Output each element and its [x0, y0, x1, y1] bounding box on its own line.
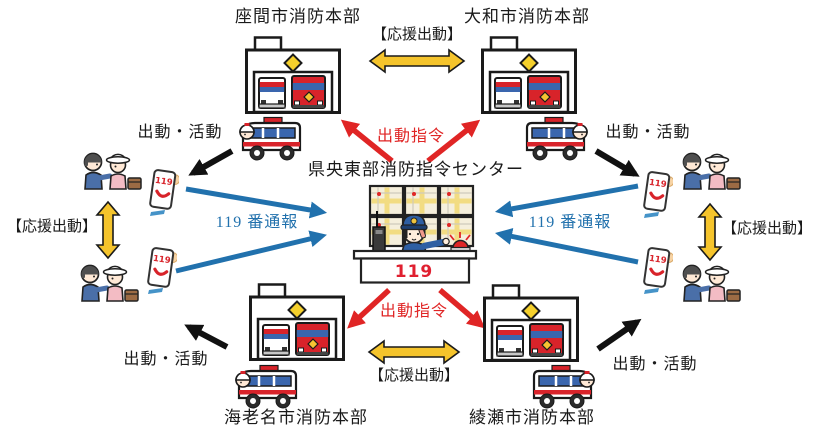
ambulance-icon-bottom-right: [530, 364, 596, 410]
label-ebina-hq: 海老名市消防本部: [224, 408, 368, 427]
phone-number-label: 119: [648, 254, 667, 266]
dispatch-desk: 119: [352, 249, 478, 284]
desk-119-label: 119: [395, 262, 434, 282]
label-mutual-aid-right: 【応援出動】: [721, 221, 813, 237]
label-activity-bottom-right: 出動・活動: [612, 356, 698, 373]
caller-group-icon-top-left: [77, 147, 143, 193]
caller-group-icon-bottom-left: [74, 259, 140, 305]
call119-arrow-left-upper: [185, 186, 328, 219]
label-zama-hq: 座間市消防本部: [235, 7, 361, 26]
caller-group-icon-bottom-right: [676, 259, 742, 305]
fire-station-icon-bottom-left: [249, 283, 345, 361]
command-center-icon: 119: [352, 184, 478, 284]
call119-arrow-left-lower: [175, 230, 327, 274]
call119-arrow-right-lower: [495, 228, 639, 265]
radio-icon: [372, 211, 386, 252]
caller-group-icon-top-right: [676, 147, 742, 193]
fire-station-icon-bottom-right: [483, 284, 579, 362]
call119-arrow-right-upper: [494, 183, 639, 218]
fire-station-icon-top-left: [245, 36, 341, 114]
alarm-lamp-icon: [449, 232, 471, 253]
mutual-aid-arrow-right: [697, 202, 723, 262]
activity-arrow-top-left: [188, 148, 234, 176]
activity-arrow-bottom-left: [184, 324, 229, 350]
label-call119-right: 119 番通報: [528, 214, 612, 231]
ambulance-icon-top-left: [238, 116, 304, 162]
activity-arrow-bottom-right: [596, 318, 642, 352]
mutual-aid-arrow-left: [95, 200, 121, 260]
phone-number-label: 119: [648, 178, 667, 190]
label-mutual-aid-left: 【応援出動】: [6, 219, 98, 235]
label-command-center: 県央東部消防指令センター: [308, 160, 524, 179]
phone-number-label: 119: [152, 254, 171, 266]
label-ayase-hq: 綾瀬市消防本部: [469, 408, 595, 427]
phone-number-label: 119: [154, 176, 173, 188]
label-mutual-aid-bottom: 【応援出動】: [368, 368, 460, 384]
fire-station-icon-top-right: [481, 36, 577, 114]
label-dispatch-order-bottom: 出動指令: [379, 303, 449, 320]
label-activity-bottom-left: 出動・活動: [123, 351, 209, 368]
label-activity-top-right: 出動・活動: [605, 124, 691, 141]
phone-119-icon-top-right: 119: [643, 171, 673, 218]
label-dispatch-order-top: 出動指令: [376, 128, 446, 145]
label-call119-left: 119 番通報: [215, 214, 299, 231]
dispatcher: [400, 214, 450, 253]
label-yamato-hq: 大和市消防本部: [464, 7, 590, 26]
mutual-aid-arrow-top: [368, 48, 466, 74]
mutual-aid-arrow-bottom: [367, 339, 461, 365]
phone-119-icon-top-left: 119: [149, 169, 179, 216]
ambulance-icon-bottom-left: [234, 364, 300, 410]
phone-119-icon-bottom-right: 119: [643, 247, 673, 294]
label-activity-top-left: 出動・活動: [137, 124, 223, 141]
label-mutual-aid-top: 【応援出動】: [371, 27, 463, 43]
phone-119-icon-bottom-left: 119: [147, 247, 177, 294]
activity-arrow-top-right: [594, 148, 640, 177]
ambulance-icon-top-right: [523, 116, 589, 162]
